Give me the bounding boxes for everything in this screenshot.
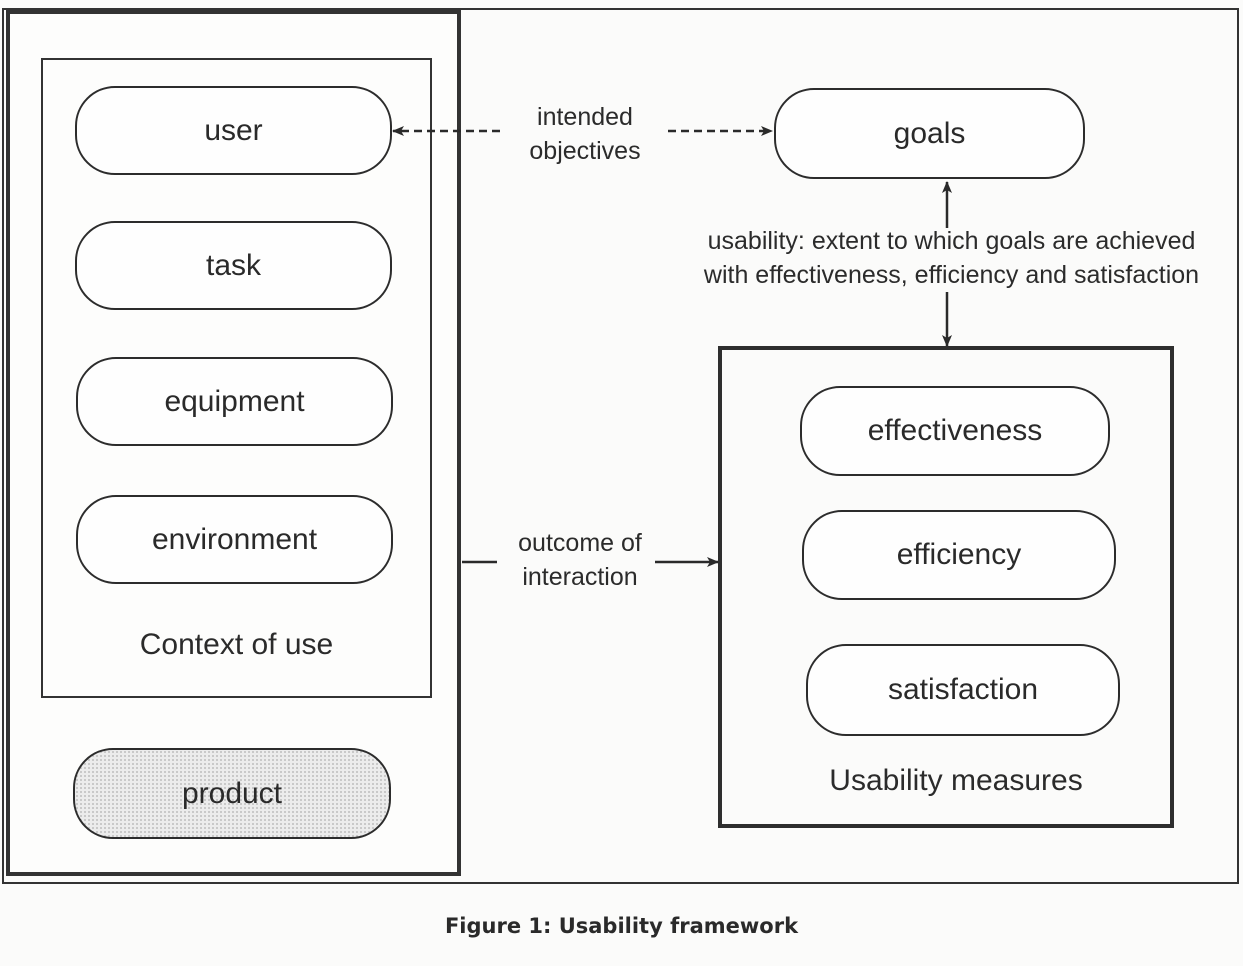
usability-definition-line-1: usability: extent to which goals are ach…: [707, 227, 1196, 255]
node-goals: goals: [774, 88, 1085, 179]
context-of-use-title: Context of use: [139, 628, 334, 661]
usability-measures-title: Usability measures: [829, 764, 1083, 797]
node-efficiency: efficiency: [802, 510, 1116, 600]
usability-definition: usability: extent to which goals are ach…: [660, 224, 1243, 292]
figure-frame: [2, 8, 1239, 884]
node-environment: environment: [76, 495, 393, 584]
node-user: user: [75, 86, 392, 175]
node-product: product: [73, 748, 391, 839]
figure-caption: Figure 1: Usability framework: [444, 914, 799, 938]
usability-definition-line-2: with effectiveness, efficiency and satis…: [703, 261, 1200, 289]
node-effectiveness: effectiveness: [800, 386, 1110, 476]
node-task: task: [75, 221, 392, 310]
node-equipment: equipment: [76, 357, 393, 446]
outcome-of-interaction-label: outcome of interaction: [485, 526, 675, 594]
node-satisfaction: satisfaction: [806, 644, 1120, 736]
intended-objectives-label: intended objectives: [500, 100, 670, 168]
outcome-line-2: interaction: [522, 563, 638, 591]
intended-objectives-line-2: objectives: [529, 137, 641, 165]
outcome-line-1: outcome of: [518, 529, 642, 557]
intended-objectives-line-1: intended: [537, 103, 633, 131]
context-of-use-box: [41, 58, 432, 698]
usability-measures-box: [718, 346, 1174, 828]
